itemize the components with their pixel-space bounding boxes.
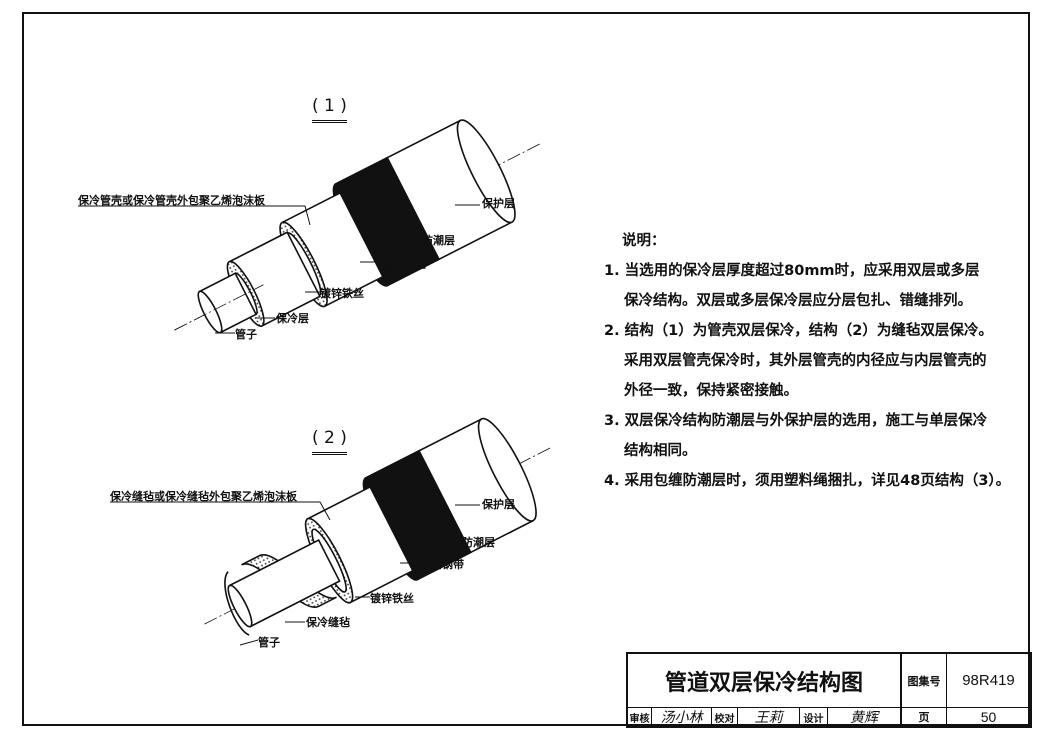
label-pipe-2: 管子 (258, 636, 280, 649)
design-label: 设计 (800, 708, 828, 726)
note-1: 1. 当选用的保冷层厚度超过80mm时，应采用双层或多层 (604, 263, 980, 279)
atlas-number: 98R419 (947, 654, 1030, 708)
label-felt-2: 保冷缝毡 (306, 616, 350, 629)
figure1-leaders (78, 204, 480, 334)
label-outer-insulation-1: 保冷管壳或保冷管壳外包聚乙烯泡沫板 (78, 194, 265, 207)
label-wire-inner-1: 镀锌铁丝 (320, 287, 364, 300)
page-label: 页 (902, 708, 947, 726)
label-wire-2: 镀锌铁丝 (370, 592, 414, 605)
note-3-cont: 结构相同。 (624, 443, 697, 459)
label-outer-insulation-2: 保冷缝毡或保冷缝毡外包聚乙烯泡沫板 (110, 490, 297, 503)
review-signature: 汤小林 (652, 708, 712, 726)
notes-heading: 说明： (622, 233, 666, 249)
label-protective-1: 保护层 (482, 197, 515, 210)
drawing-frame (22, 12, 1030, 726)
figure1-pipe (174, 119, 540, 334)
label-steel-band-2: 不锈钢带 (420, 558, 464, 571)
figure2-title: ( 2 ) (312, 428, 347, 455)
note-3: 3. 双层保冷结构防潮层与外保护层的选用，施工与单层保冷 (604, 413, 988, 429)
figure1-title: ( 1 ) (312, 96, 347, 123)
label-protective-2: 保护层 (482, 498, 515, 511)
check-signature: 王莉 (738, 708, 800, 726)
label-insulation-1: 保冷层 (276, 312, 309, 325)
atlas-label: 图集号 (902, 654, 947, 708)
note-2: 2. 结构（1）为管壳双层保冷，结构（2）为缝毡双层保冷。 (604, 323, 993, 339)
review-label: 审核 (628, 708, 652, 726)
page-number: 50 (980, 709, 997, 725)
note-4: 4. 采用包缠防潮层时，须用塑料绳捆扎，详见48页结构（3）。 (604, 473, 1011, 489)
drawing-title: 管道双层保冷结构图 (628, 654, 902, 708)
label-moisture-1: 防潮层 (422, 234, 455, 247)
note-1-cont: 保冷结构。双层或多层保冷层应分层包扎、错缝排列。 (624, 293, 972, 309)
label-wire-outer-1: 镀锌铁丝 (382, 258, 426, 271)
check-label: 校对 (712, 708, 738, 726)
design-signature: 黄辉 (828, 708, 902, 726)
figure2-pipe (204, 417, 553, 636)
label-pipe-1: 管子 (235, 328, 257, 341)
note-2-cont2: 外径一致，保持紧密接触。 (624, 383, 798, 399)
title-block: 管道双层保冷结构图 图集号 98R419 审核 汤小林 校对 王莉 设计 黄辉 … (626, 652, 1032, 728)
figure2-leaders (110, 501, 480, 646)
label-moisture-2: 防潮层 (462, 536, 495, 549)
note-2-cont: 采用双层管壳保冷时，其外层管壳的内径应与内层管壳的 (624, 353, 987, 369)
notes: 说明： 1. 当选用的保冷层厚度超过80mm时，应采用双层或多层 保冷结构。双层… (604, 226, 1010, 496)
